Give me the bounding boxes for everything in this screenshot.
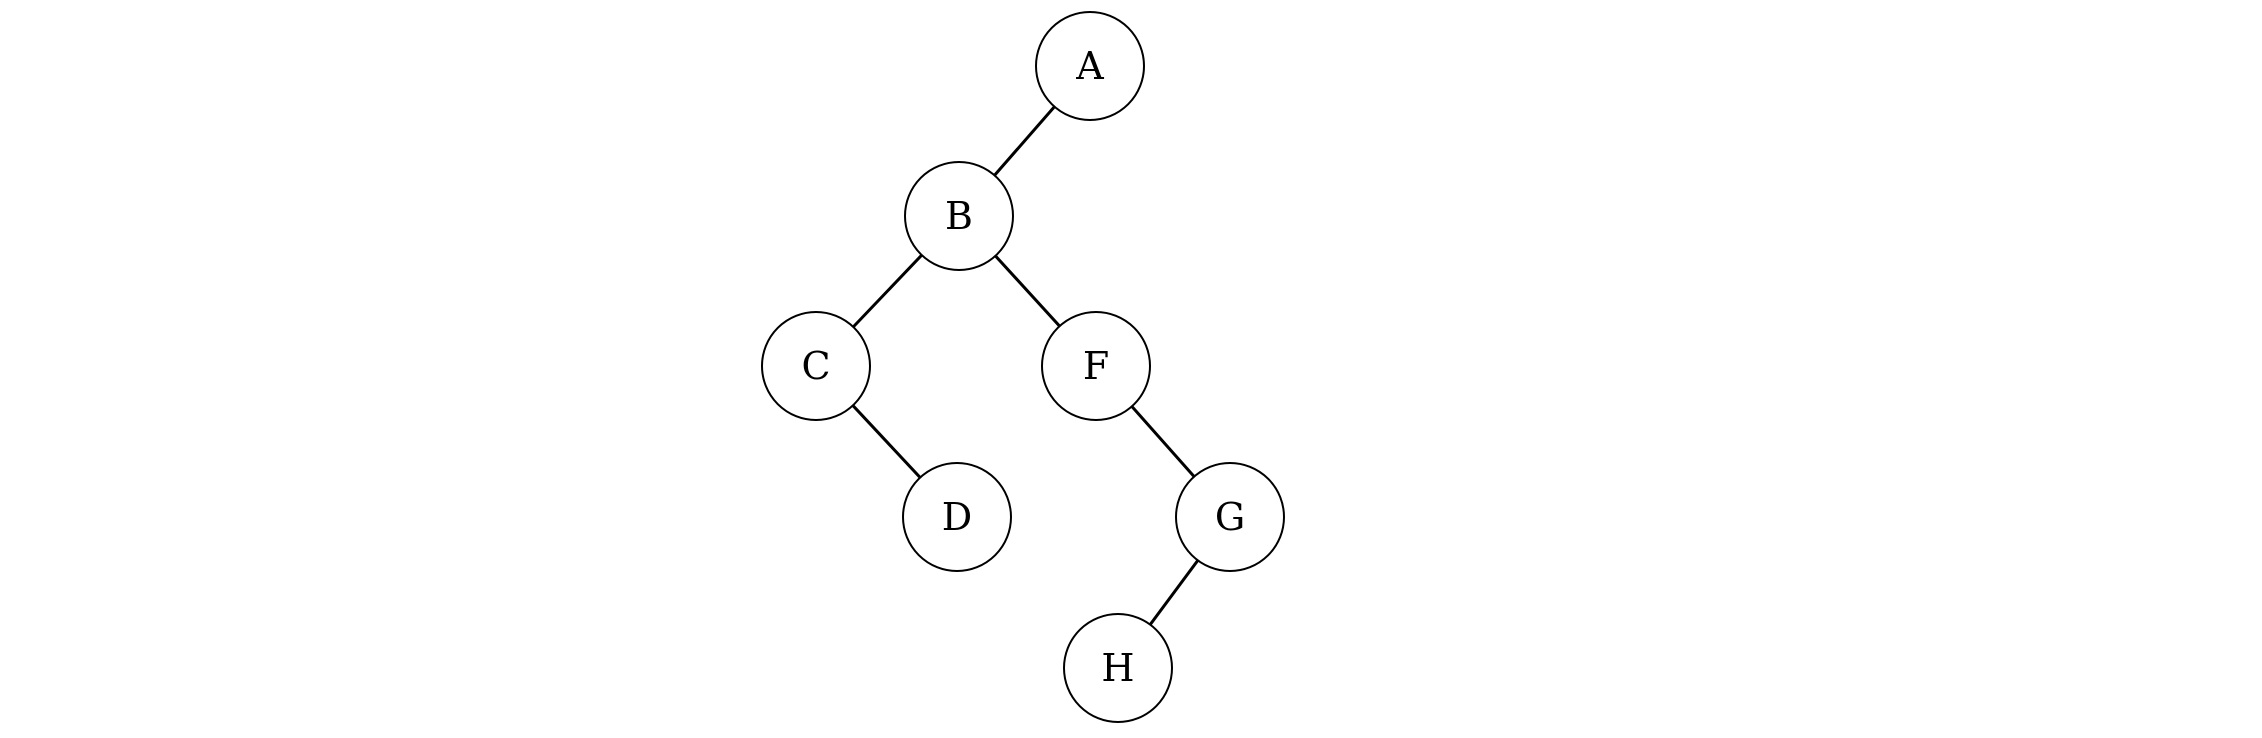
tree-node-label-F: F: [1082, 344, 1110, 388]
tree-node-G: G: [1175, 462, 1285, 572]
tree-node-F: F: [1041, 311, 1151, 421]
tree-node-label-A: A: [1076, 44, 1104, 88]
tree-node-B: B: [904, 161, 1014, 271]
tree-node-label-C: C: [801, 344, 831, 388]
tree-node-label-H: H: [1101, 646, 1135, 690]
tree-node-D: D: [902, 462, 1012, 572]
tree-node-label-B: B: [945, 194, 973, 238]
tree-node-label-D: D: [941, 495, 973, 539]
tree-node-H: H: [1063, 613, 1173, 723]
tree-node-label-G: G: [1214, 495, 1246, 539]
tree-node-A: A: [1035, 11, 1145, 121]
tree-node-C: C: [761, 311, 871, 421]
